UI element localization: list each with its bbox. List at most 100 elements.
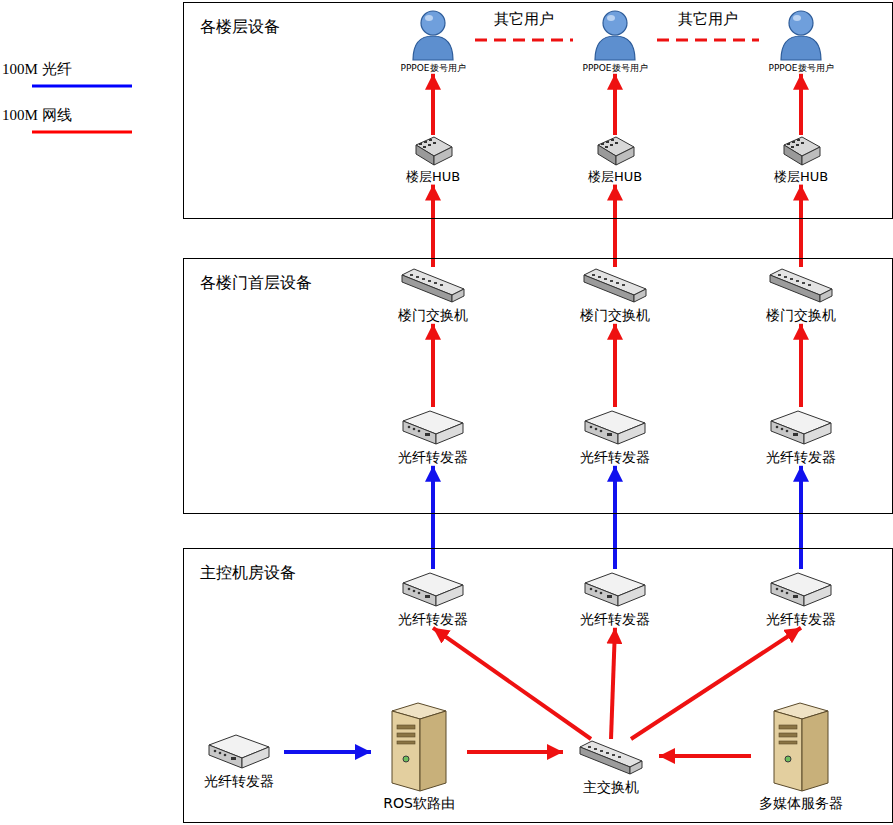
drawing-part xyxy=(209,745,242,768)
drawing-part xyxy=(434,147,452,165)
drawing-part xyxy=(804,423,831,444)
device-node: PPPOE拨号用户 xyxy=(391,7,475,74)
device-icon xyxy=(592,7,638,61)
cable-arrow xyxy=(799,74,803,135)
drawing-part xyxy=(768,267,834,305)
drawing-part xyxy=(594,748,597,750)
drawing-part xyxy=(408,588,411,591)
drawing-part xyxy=(425,595,430,598)
drawing-part xyxy=(400,569,466,609)
drawing-part xyxy=(606,141,609,143)
device-node: PPPOE拨号用户 xyxy=(759,7,843,74)
device-node: 光纤转发器 xyxy=(756,407,846,466)
drawing-part xyxy=(787,139,804,148)
cable-arrow xyxy=(431,74,435,135)
drawing-part xyxy=(600,750,603,752)
drawing-part xyxy=(590,426,612,436)
device-icon xyxy=(594,135,636,167)
drawing-part xyxy=(604,278,607,280)
drawing-part xyxy=(601,143,604,145)
drawing-part xyxy=(770,275,820,302)
drawing-part xyxy=(615,142,618,144)
drawing-part xyxy=(418,592,421,595)
device-label: 光纤转发器 xyxy=(204,773,274,790)
device-node: 光纤转发器 xyxy=(570,569,660,628)
drawing-part xyxy=(424,141,427,143)
device-label: PPPOE拨号用户 xyxy=(768,63,833,74)
drawing-part xyxy=(402,275,452,302)
drawing-part xyxy=(612,754,615,756)
drawing-part xyxy=(420,711,446,791)
cable-arrow xyxy=(431,466,435,569)
drawing-part xyxy=(400,267,466,305)
device-label: 楼层HUB xyxy=(774,169,828,185)
cable-arrow xyxy=(611,628,615,739)
drawing-part xyxy=(425,15,433,21)
drawing-part xyxy=(584,275,634,302)
band-title: 主控机房设备 xyxy=(200,563,296,584)
drawing-part xyxy=(595,36,635,60)
device-label: 光纤转发器 xyxy=(580,449,650,466)
device-node: 光纤转发器 xyxy=(388,407,478,466)
drawing-part xyxy=(598,145,616,165)
device-node: 光纤转发器 xyxy=(570,407,660,466)
drawing-part xyxy=(786,592,789,595)
drawing-part xyxy=(416,145,434,165)
drawing-part xyxy=(588,746,621,758)
device-icon xyxy=(780,135,822,167)
device-node: 楼层HUB xyxy=(575,135,655,185)
drawing-part xyxy=(793,433,798,436)
device-icon xyxy=(582,407,648,447)
drawing-part xyxy=(413,590,416,593)
drawing-part xyxy=(802,147,820,165)
drawing-part xyxy=(590,588,593,591)
drawing-part xyxy=(789,11,813,35)
drawing-part xyxy=(433,142,436,144)
drawing-part xyxy=(634,289,646,302)
drawing-part xyxy=(778,274,811,286)
drawing-part xyxy=(784,145,802,165)
region-band: 主控机房设备光纤转发器光纤转发器光纤转发器光纤转发器ROS软路由主交换机多媒体服… xyxy=(183,548,893,823)
cable-arrow xyxy=(613,74,617,135)
drawing-part xyxy=(214,750,236,760)
drawing-part xyxy=(781,590,784,593)
device-node: 光纤转发器 xyxy=(194,731,284,790)
drawing-part xyxy=(421,11,445,35)
drawing-part xyxy=(774,711,802,791)
drawing-part xyxy=(779,725,797,729)
legend-swatch xyxy=(32,131,132,134)
drawing-part xyxy=(780,135,822,167)
cable-arrow xyxy=(431,185,435,267)
drawing-part xyxy=(585,583,618,606)
drawing-part xyxy=(793,15,801,21)
drawing-part xyxy=(600,592,603,595)
drawing-part xyxy=(616,147,634,165)
drawing-part xyxy=(436,585,463,606)
device-label: 楼层HUB xyxy=(588,169,642,185)
drawing-part xyxy=(622,284,625,286)
drawing-part xyxy=(796,280,799,282)
drawing-part xyxy=(594,135,636,167)
device-node: 光纤转发器 xyxy=(756,569,846,628)
drawing-part xyxy=(408,588,430,598)
device-node: 楼门交换机 xyxy=(388,267,478,324)
device-node: 楼层HUB xyxy=(761,135,841,185)
drawing-part xyxy=(397,725,415,729)
device-icon xyxy=(410,7,456,61)
drawing-part xyxy=(418,430,421,433)
drawing-part xyxy=(436,423,463,444)
drawing-part xyxy=(580,747,630,774)
drawing-part xyxy=(429,139,432,141)
drawing-part xyxy=(776,426,798,436)
drawing-part xyxy=(452,289,464,302)
drawing-part xyxy=(403,756,409,762)
device-label: 光纤转发器 xyxy=(398,611,468,628)
device-icon xyxy=(206,731,272,771)
drawing-part xyxy=(784,276,787,278)
drawing-part xyxy=(214,750,217,753)
drawing-part xyxy=(578,739,644,777)
cable-arrow xyxy=(284,750,371,754)
drawing-part xyxy=(440,284,443,286)
drawing-part xyxy=(206,731,272,771)
drawing-part xyxy=(413,36,453,60)
